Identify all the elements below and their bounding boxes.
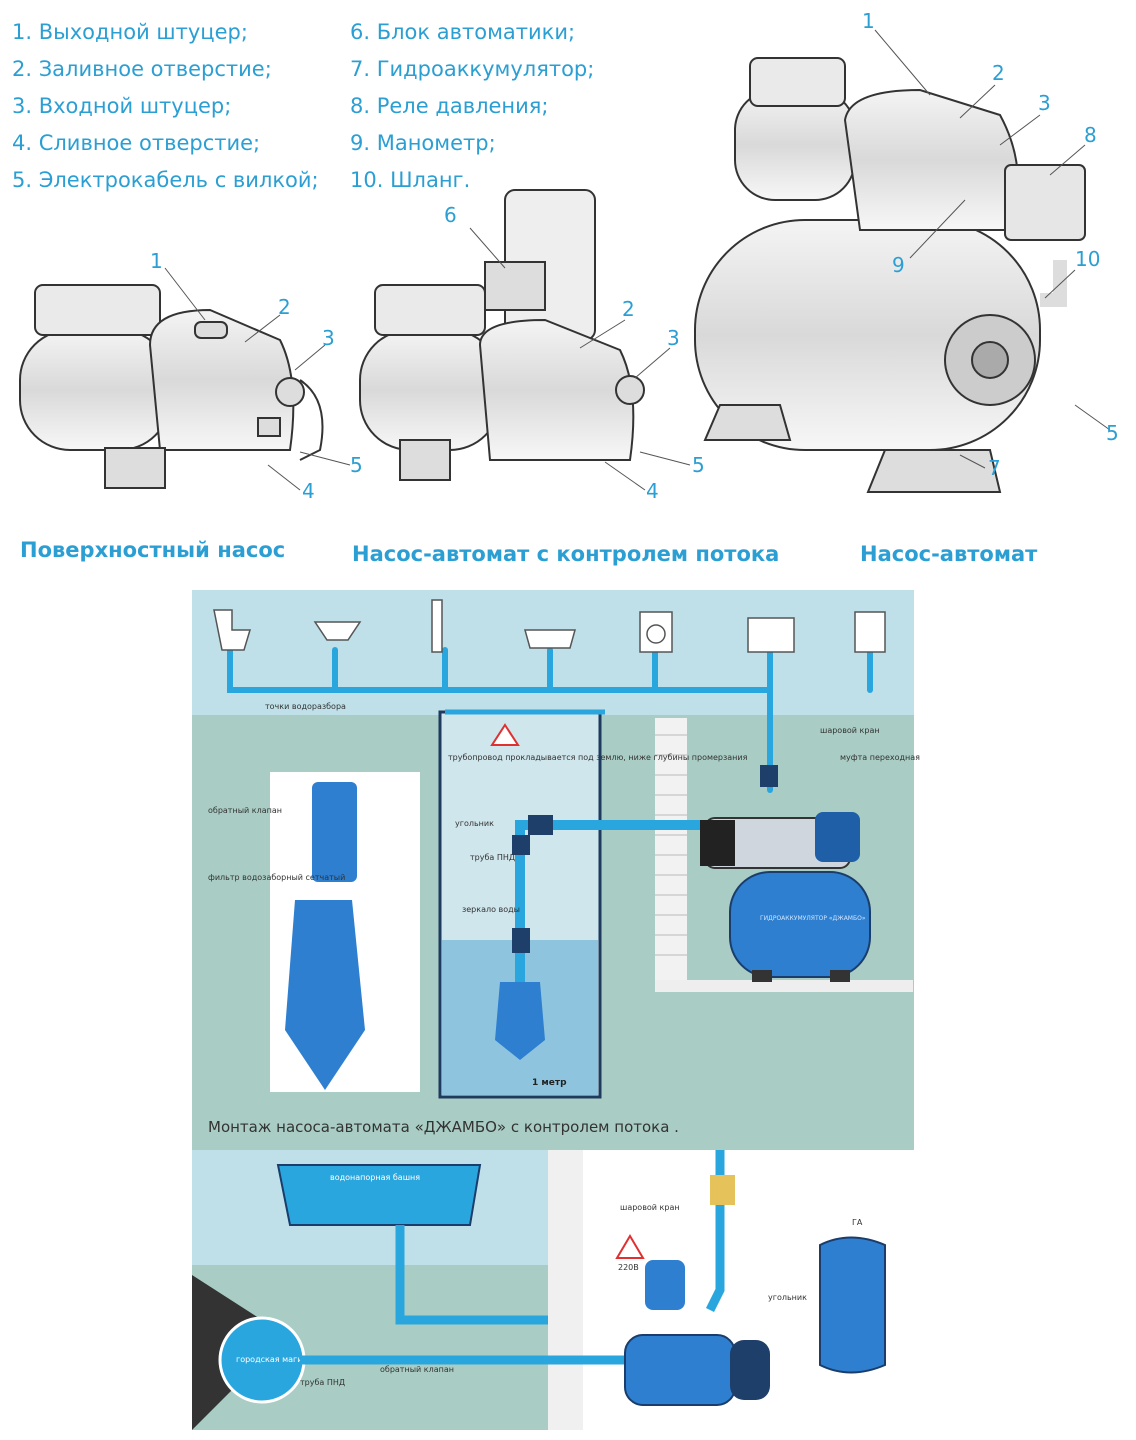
filter-in-well (495, 982, 545, 1060)
legend-item: 2. Заливное отверстие; (12, 57, 272, 81)
callout-4: 4 (646, 479, 659, 503)
elbow-label: угольник (455, 819, 494, 828)
water-mirror-label: зеркало воды (462, 905, 520, 914)
sink-icon (313, 621, 362, 641)
callout-6: 6 (444, 203, 457, 227)
ga-label: ГА (852, 1218, 863, 1227)
callout-1: 1 (150, 249, 163, 273)
brick-wall (655, 718, 913, 992)
bathtub-icon (524, 629, 576, 649)
callout-3: 3 (1038, 91, 1051, 115)
scheme-title: Монтаж насоса-автомата «ДЖАМБО» с контро… (208, 1118, 679, 1136)
pipe-pnd-label: труба ПНД (470, 853, 515, 862)
legend-left: 1. Выходной штуцер; 2. Заливное отверсти… (12, 14, 319, 199)
tower-label: водонапорная башня (330, 1173, 420, 1182)
callout-numbers: 1 2 3 5 4 6 2 3 5 4 1 2 3 8 9 10 5 7 (150, 9, 1119, 503)
warning-icon (490, 723, 520, 746)
callout-8: 8 (1084, 123, 1097, 147)
legend-item: 6. Блок автоматики; (350, 20, 576, 44)
dishwasher-icon (854, 611, 886, 653)
callout-3: 3 (667, 326, 680, 350)
caption-flow-pump: Насос-автомат с контролем потока (352, 542, 780, 566)
legend-item: 9. Манометр; (350, 131, 496, 155)
check-valve-label: обратный клапан (380, 1365, 454, 1374)
bottom-pump (624, 1260, 770, 1406)
shower-icon (431, 599, 443, 653)
callout-7: 7 (988, 456, 1001, 480)
automatic-pump (694, 57, 1086, 493)
callout-1: 1 (862, 9, 875, 33)
one-meter-label: 1 метр (532, 1078, 567, 1088)
callout-5: 5 (350, 453, 363, 477)
legend-item: 4. Сливное отверстие; (12, 131, 261, 155)
legend-item: 7. Гидроаккумулятор; (350, 57, 595, 81)
check-valve-image (312, 782, 357, 882)
toilet-icon (213, 609, 252, 651)
callout-2: 2 (992, 61, 1005, 85)
surface-pump (19, 284, 324, 489)
legend-item: 1. Выходной штуцер; (12, 20, 248, 44)
pump-illustrations: 1 2 3 5 4 6 2 3 5 4 1 2 3 8 9 10 5 7 (19, 9, 1119, 503)
jumbo-pump-station: ГИДРОАККУМУЛЯТОР «ДЖАМБО» (700, 812, 871, 982)
water-tower (276, 1164, 482, 1226)
city-main-label: городская магистраль (236, 1355, 332, 1364)
pipe-pnd-label: труба ПНД (300, 1378, 345, 1387)
caption-surface-pump: Поверхностный насос (20, 538, 286, 562)
callout-3: 3 (322, 326, 335, 350)
filter-image (285, 900, 365, 1090)
callout-4: 4 (302, 479, 315, 503)
legend-item: 8. Реле давления; (350, 94, 549, 118)
filter-label: фильтр водозаборный сетчатый (208, 873, 345, 882)
ball-valve-label: шаровой кран (820, 726, 880, 735)
tank-label: ГИДРОАККУМУЛЯТОР «ДЖАМБО» (760, 915, 866, 922)
check-valve-label: обратный клапан (208, 806, 282, 815)
pipeline-note: трубопровод прокладывается под землю, ни… (448, 753, 748, 762)
callout-2: 2 (622, 297, 635, 321)
elbow-label: угольник (768, 1293, 807, 1302)
callout-2: 2 (278, 295, 291, 319)
legend-right: 6. Блок автоматики; 7. Гидроаккумулятор;… (350, 14, 594, 199)
expansion-tank (819, 1236, 886, 1374)
voltage-label: 220В (618, 1263, 639, 1272)
coupling-label: муфта переходная (840, 753, 920, 762)
callout-10: 10 (1075, 247, 1100, 271)
caption-auto-pump: Насос-автомат (860, 542, 1038, 566)
brass-fitting (710, 1175, 735, 1205)
legend-item: 10. Шланг. (350, 168, 471, 192)
kitchen-sink-icon (747, 617, 795, 653)
legend-item: 3. Входной штуцер; (12, 94, 232, 118)
callout-5: 5 (692, 453, 705, 477)
water-points-label: точки водоразбора (265, 702, 346, 711)
fittings (512, 765, 778, 953)
legend-item: 5. Электрокабель с вилкой; (12, 168, 319, 192)
callout-5: 5 (1106, 421, 1119, 445)
flow-control-pump (359, 189, 645, 481)
fixtures (213, 599, 886, 653)
brick-wall-bottom (548, 1150, 583, 1430)
callout-9: 9 (892, 253, 905, 277)
warning-icon (615, 1234, 645, 1259)
ball-valve-label: шаровой кран (620, 1203, 680, 1212)
